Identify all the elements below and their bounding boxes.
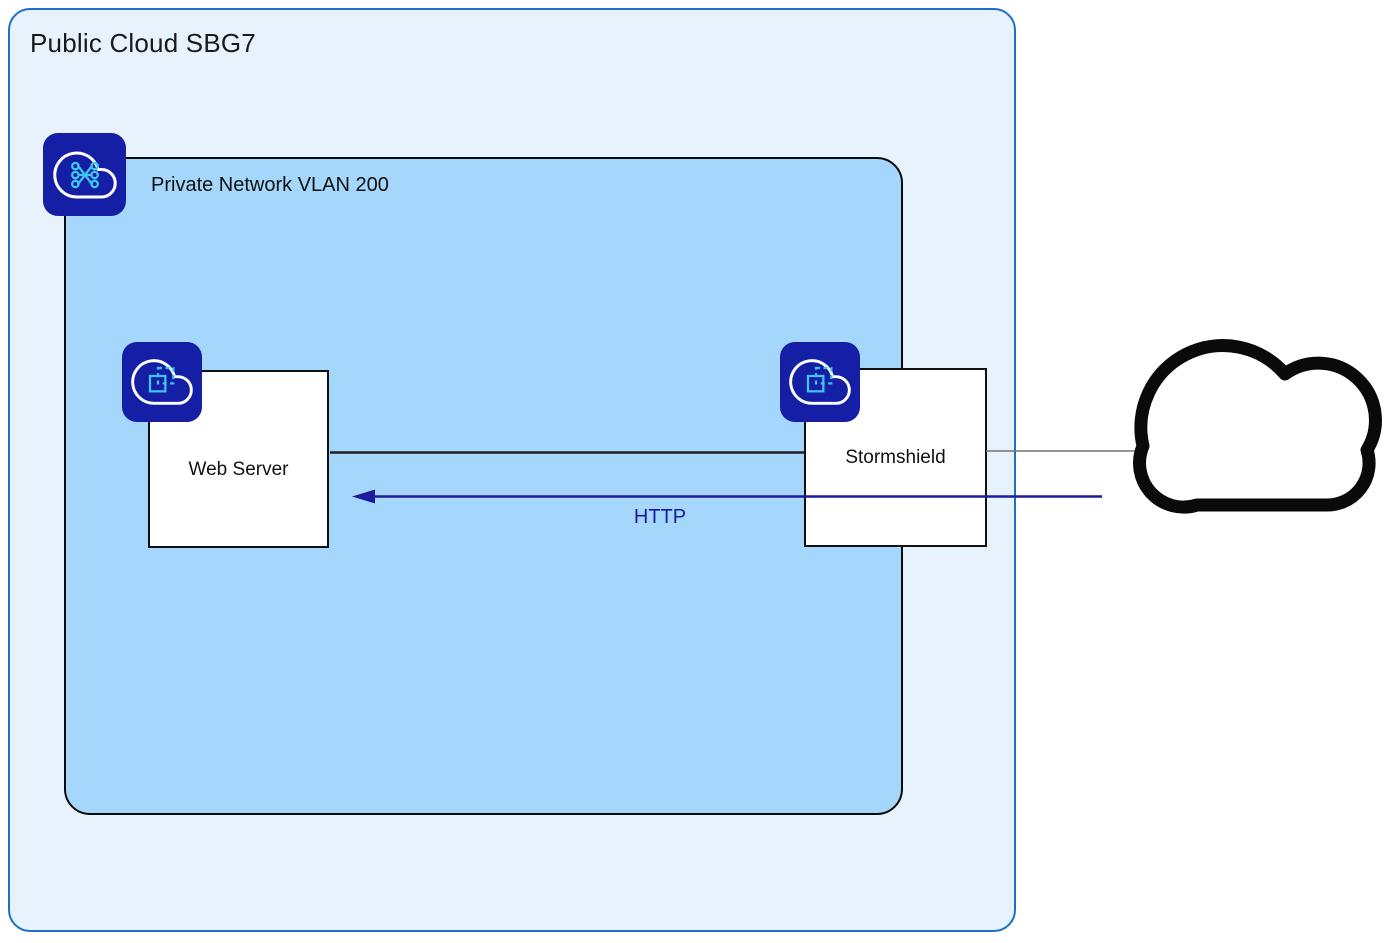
http-flow-label: HTTP bbox=[633, 506, 687, 528]
vrack-icon-glyph bbox=[52, 151, 117, 199]
web-server-instance-icon bbox=[122, 342, 202, 422]
internet-cloud-icon bbox=[1133, 339, 1382, 514]
stormshield-instance-icon bbox=[780, 342, 860, 422]
cloud-instance-icon-glyph bbox=[789, 359, 851, 405]
public-cloud-title: Public Cloud SBG7 bbox=[30, 28, 256, 58]
private-network-label: Private Network VLAN 200 bbox=[151, 174, 389, 196]
stormshield-label: Stormshield bbox=[845, 446, 946, 468]
cloud-instance-icon-glyph bbox=[131, 359, 193, 405]
private-network-vrack-icon bbox=[43, 133, 126, 216]
web-server-label: Web Server bbox=[188, 459, 289, 480]
